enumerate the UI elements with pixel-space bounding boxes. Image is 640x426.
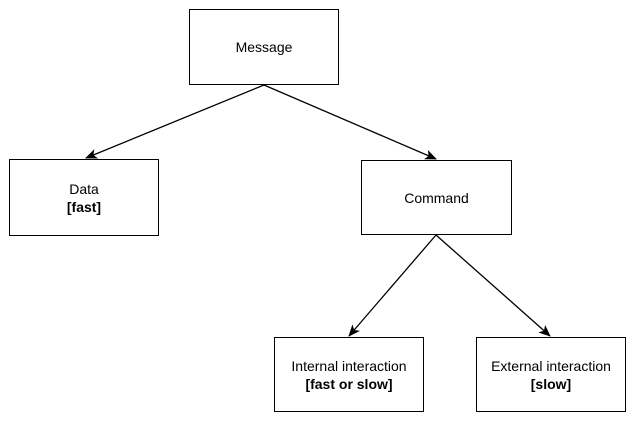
node-internal-interaction-speed-tag: [fast or slow] bbox=[305, 375, 393, 392]
arrow-message-to-data bbox=[85, 84, 265, 159]
node-external-interaction: External interaction [slow] bbox=[476, 337, 626, 412]
node-command: Command bbox=[361, 160, 512, 235]
node-data-label: Data bbox=[69, 180, 99, 197]
node-internal-interaction: Internal interaction [fast or slow] bbox=[274, 337, 424, 412]
node-message: Message bbox=[189, 9, 339, 85]
node-message-label: Message bbox=[235, 39, 293, 55]
node-data: Data [fast] bbox=[9, 159, 159, 236]
node-data-speed-tag: [fast] bbox=[66, 198, 102, 215]
arrow-command-to-internal bbox=[348, 234, 437, 337]
node-external-interaction-label: External interaction bbox=[491, 357, 611, 374]
node-internal-interaction-label: Internal interaction bbox=[291, 357, 407, 374]
node-external-interaction-speed-tag: [slow] bbox=[530, 375, 572, 392]
node-command-label: Command bbox=[404, 189, 469, 206]
arrow-command-to-external bbox=[435, 234, 551, 337]
arrow-message-to-command bbox=[263, 84, 437, 160]
